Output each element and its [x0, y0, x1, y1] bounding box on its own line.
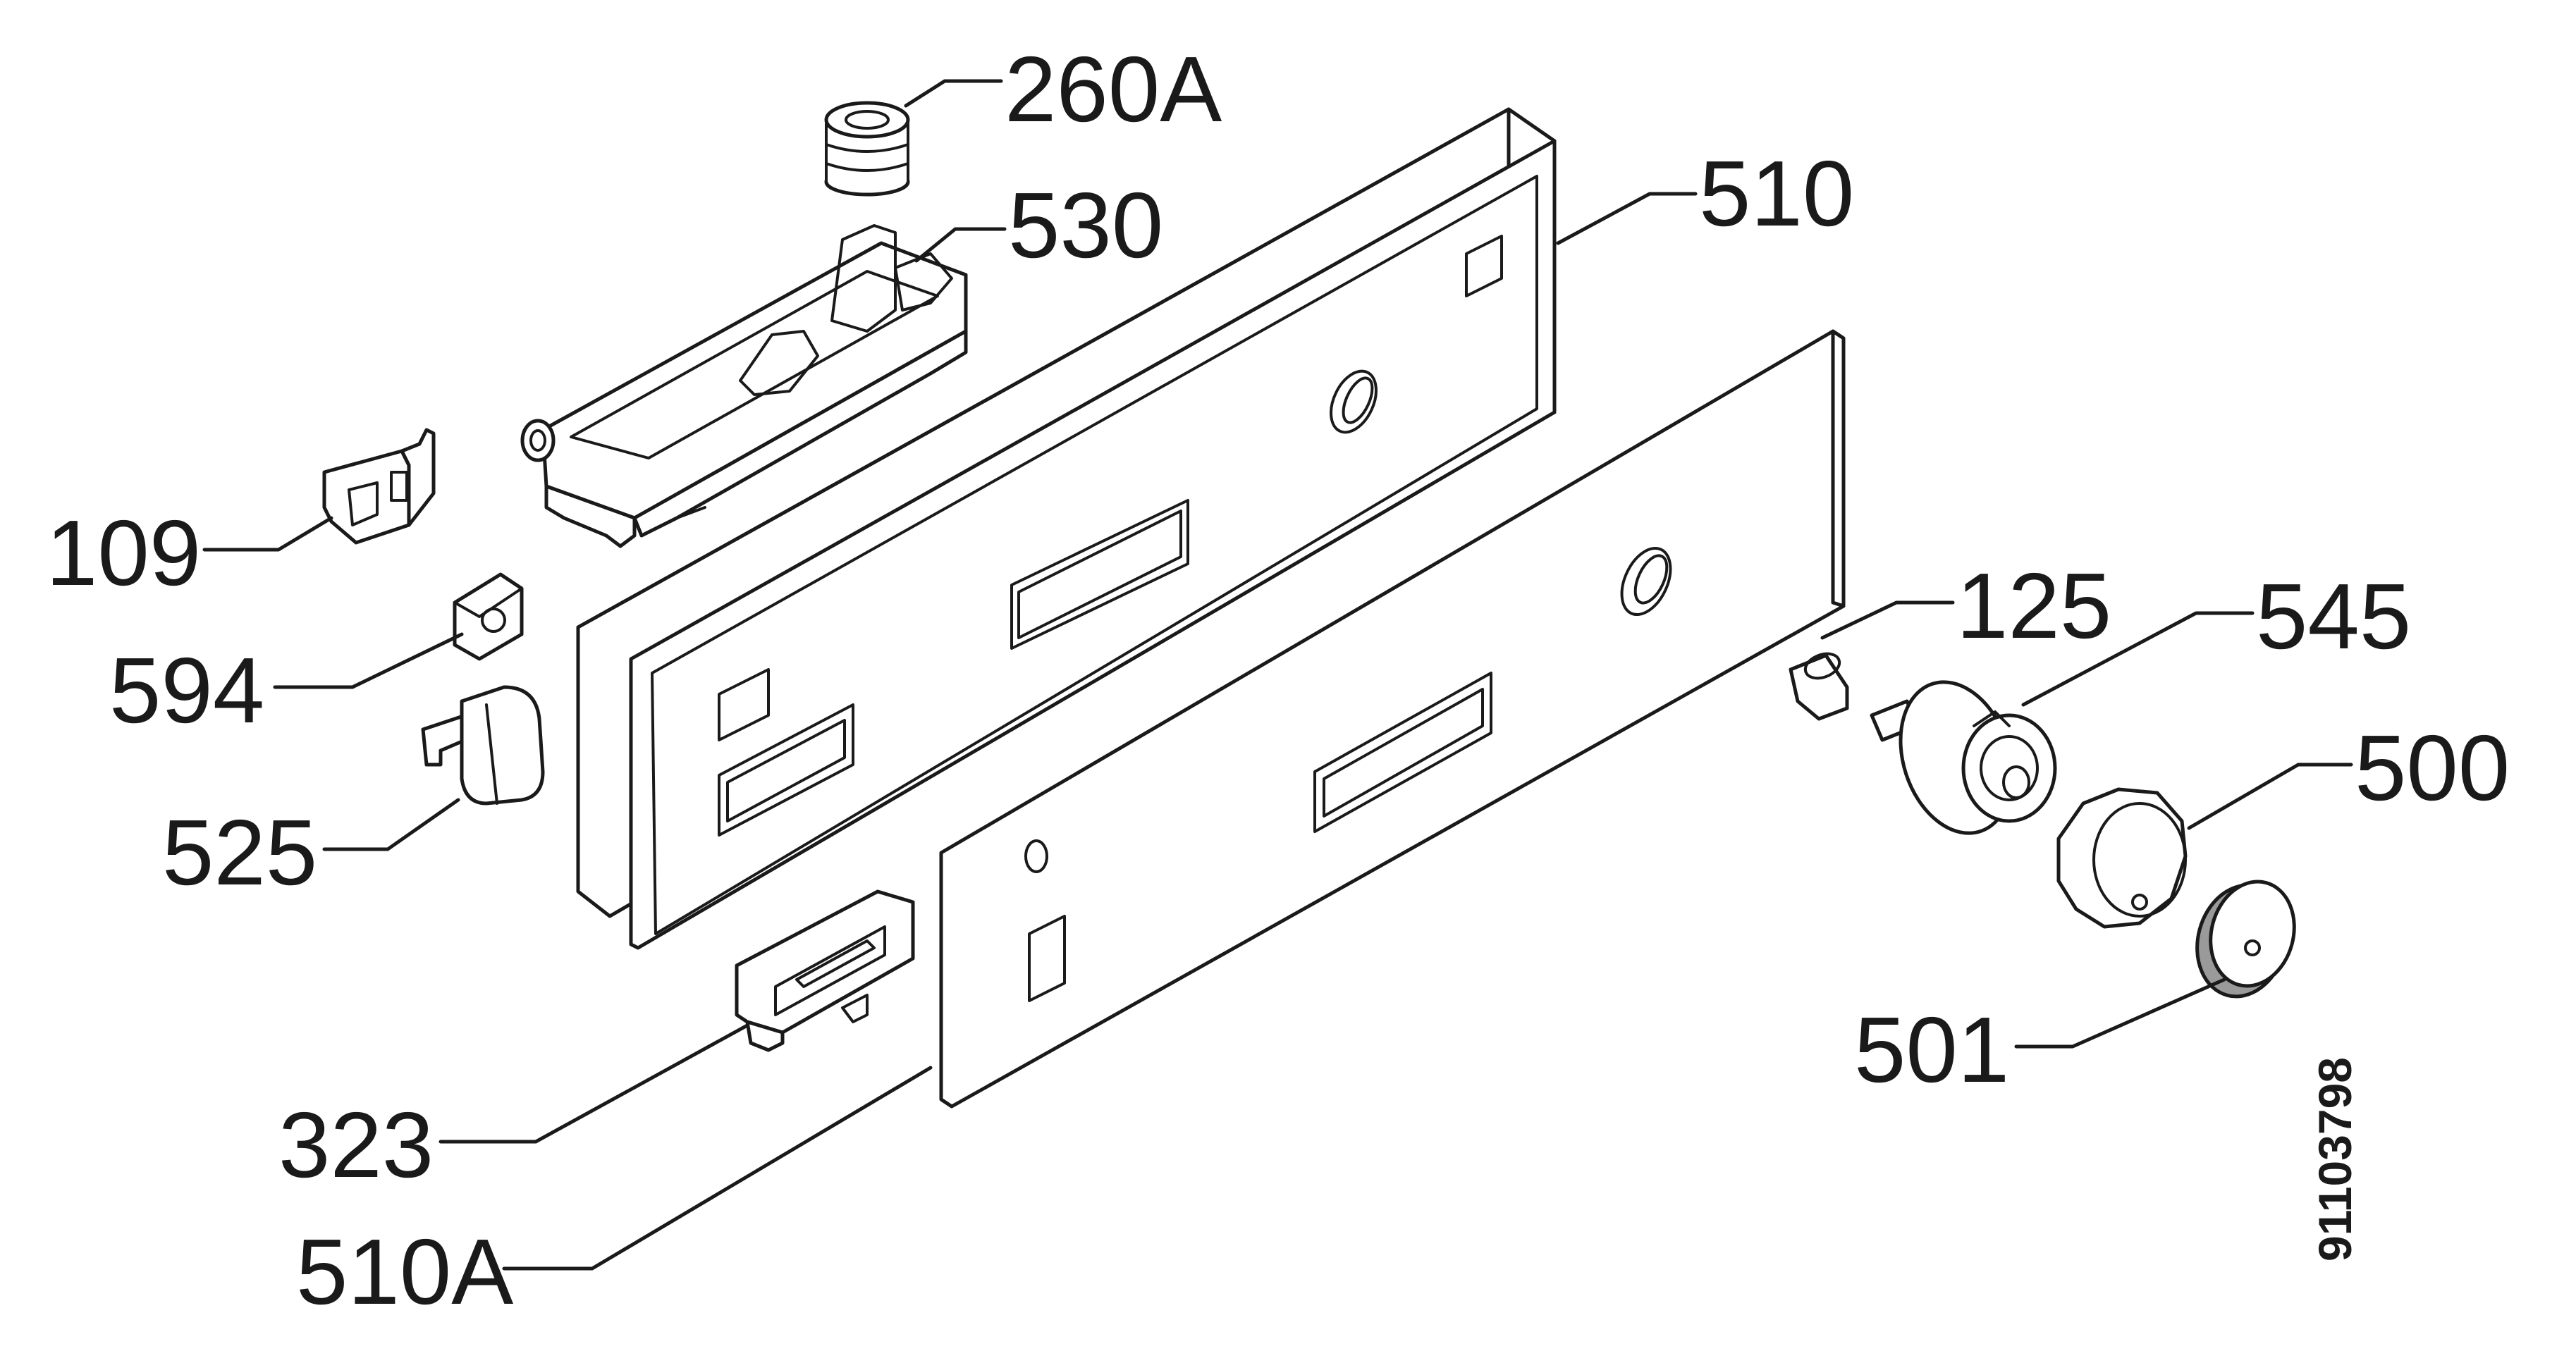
callout-525: 525 [162, 801, 317, 904]
part-501-knob-cap [2195, 880, 2296, 999]
leader-510 [1556, 192, 1698, 245]
leader-500 [2187, 763, 2353, 830]
part-530-switch-housing [520, 224, 968, 548]
document-number: 91103798 [2309, 1057, 2361, 1261]
leader-260a [904, 79, 1003, 108]
callout-510a: 510A [296, 1220, 513, 1324]
callout-labels: 260A 530 510 109 594 525 125 545 500 501… [46, 37, 2510, 1324]
part-500-control-knob [2056, 787, 2188, 929]
leader-530 [914, 227, 1007, 263]
part-125-sleeve [1789, 652, 1849, 721]
part-545-knob-flange [1870, 680, 2057, 835]
callout-500: 500 [2355, 716, 2510, 820]
callout-530: 530 [1008, 173, 1163, 277]
leader-525 [322, 798, 460, 851]
callout-323: 323 [278, 1093, 434, 1197]
callout-545: 545 [2256, 565, 2411, 668]
part-510-control-panel [576, 107, 1557, 950]
leader-545 [2021, 611, 2255, 707]
callout-594: 594 [109, 639, 264, 742]
leader-594 [273, 632, 464, 689]
callout-510: 510 [1699, 142, 1854, 245]
callout-501: 501 [1854, 998, 2009, 1102]
part-594-spacer [453, 572, 524, 661]
callout-109: 109 [46, 501, 201, 605]
leader-lines [202, 79, 2353, 1271]
part-510a-front-fascia [939, 329, 1846, 1109]
callout-125: 125 [1956, 554, 2111, 658]
leader-501 [2014, 977, 2226, 1049]
leader-323 [438, 1023, 749, 1144]
part-109-clip [322, 428, 436, 545]
leader-510a [502, 1066, 933, 1271]
part-525-push-button [421, 685, 545, 806]
callout-260a: 260A [1005, 37, 1222, 141]
leader-109 [202, 516, 333, 552]
part-260a-bushing [824, 101, 910, 197]
leader-125 [1820, 600, 1955, 640]
part-323-switch-frame [735, 889, 915, 1052]
